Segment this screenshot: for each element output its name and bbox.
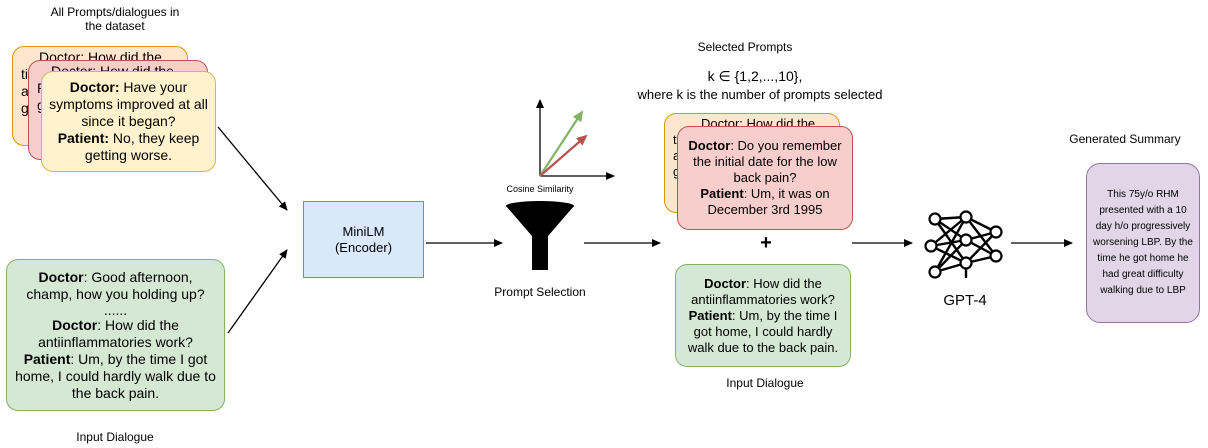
vector-red bbox=[539, 134, 588, 177]
middle-input-dialogue-card: Doctor: How did the antiinflammatories w… bbox=[675, 264, 851, 367]
cosine-similarity-label: Cosine Similarity bbox=[506, 184, 574, 194]
all-prompts-label: All Prompts/dialogues in the dataset bbox=[50, 5, 180, 33]
dataset-card-front: Doctor: Have your symptoms improved at a… bbox=[41, 71, 216, 172]
k-description: where k is the number of prompts selecte… bbox=[637, 87, 883, 102]
generated-summary-label: Generated Summary bbox=[1069, 132, 1181, 146]
input-dialogue-label-middle: Input Dialogue bbox=[726, 376, 804, 390]
k-formula: k ∈ {1,2,...,10}, bbox=[707, 68, 803, 84]
patient-label: Patient: bbox=[57, 130, 110, 146]
plus-sign: + bbox=[760, 232, 772, 254]
summary-card: This 75y/o RHM presented with a 10 day h… bbox=[1086, 163, 1200, 323]
arrow-dataset-to-encoder bbox=[217, 126, 288, 211]
selected-card-front: Doctor: Do you remember the initial date… bbox=[677, 126, 853, 230]
vector-green bbox=[539, 110, 584, 177]
arrow-input-to-encoder bbox=[227, 249, 288, 334]
cosine-axes bbox=[536, 99, 615, 180]
prompt-selection-label: Prompt Selection bbox=[494, 285, 586, 299]
selected-prompts-label: Selected Prompts bbox=[697, 40, 793, 54]
funnel-icon bbox=[506, 201, 574, 270]
gpt4-label: GPT-4 bbox=[943, 292, 987, 309]
doctor-label: Doctor: bbox=[69, 79, 120, 95]
input-dialogue-label-left: Input Dialogue bbox=[76, 430, 154, 444]
encoder-box: MiniLM (Encoder) bbox=[303, 201, 424, 278]
input-dialogue-card: Doctor: Good afternoon, champ, how you h… bbox=[6, 259, 225, 411]
neural-network-icon bbox=[924, 210, 1003, 279]
